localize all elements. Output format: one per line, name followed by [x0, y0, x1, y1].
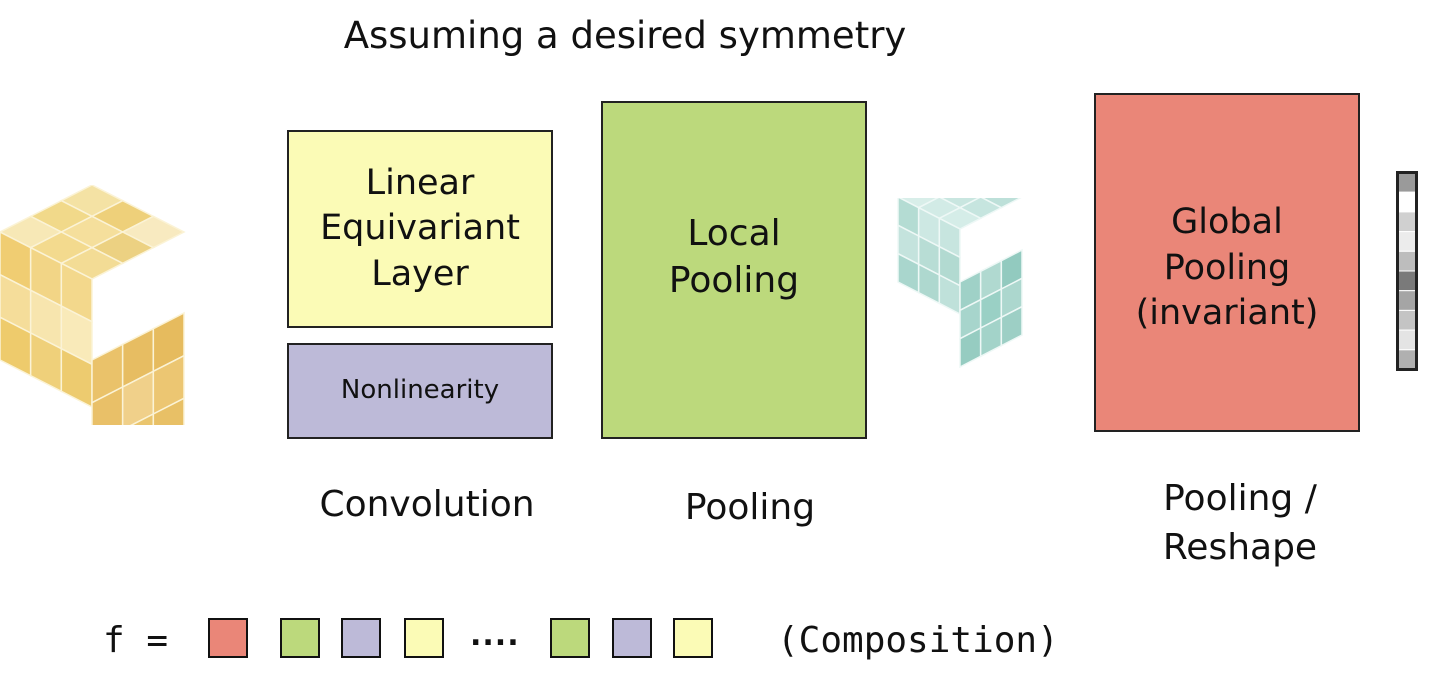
vector-cell: [1397, 270, 1417, 292]
formula-square-nonlinearity: [612, 618, 652, 658]
output-vector-icon: [1396, 171, 1418, 371]
cube-cell: [152, 397, 185, 425]
cube-cell: [1000, 305, 1023, 347]
linear-equivariant-layer-block: Linear Equivariant Layer: [287, 130, 553, 328]
cube-cell: [130, 412, 155, 425]
pooling-caption: Pooling: [684, 487, 816, 528]
vector-cell: [1397, 211, 1417, 233]
nonlinearity-label: Nonlinearity: [340, 375, 500, 406]
global-pooling-label: Global Pooling (invariant): [1135, 202, 1319, 333]
diagram-title: Assuming a desired symmetry: [343, 14, 907, 57]
feature-cube-icon: [897, 198, 1023, 368]
formula-square-nonlinearity: [341, 618, 381, 658]
convolution-caption: Convolution: [319, 484, 535, 525]
formula-square-linear: [404, 618, 444, 658]
formula-suffix: (Composition): [777, 620, 1059, 661]
vector-cell: [1397, 250, 1417, 272]
formula-square-global-pooling: [208, 618, 248, 658]
linear-equivariant-layer-label: Linear Equivariant Layer: [320, 162, 520, 294]
cube-cell: [91, 385, 124, 425]
pooling-reshape-caption: Pooling / Reshape: [1162, 478, 1318, 568]
formula-ellipsis: ....: [470, 618, 520, 653]
input-cube-icon: [0, 185, 186, 425]
vector-cell: [1397, 329, 1417, 351]
formula-square-local-pooling: [280, 618, 320, 658]
local-pooling-block: Local Pooling: [601, 101, 867, 439]
vector-cell: [1397, 231, 1417, 252]
vector-cell: [1397, 309, 1417, 331]
vector-cell: [1397, 290, 1417, 311]
formula-square-local-pooling: [550, 618, 590, 658]
vector-cell: [1397, 172, 1417, 193]
global-pooling-block: Global Pooling (invariant): [1094, 93, 1360, 432]
vector-cell: [1397, 191, 1417, 213]
vector-cell: [1397, 349, 1417, 371]
formula-prefix: f =: [103, 620, 169, 661]
formula-square-linear: [673, 618, 713, 658]
nonlinearity-block: Nonlinearity: [287, 343, 553, 439]
local-pooling-label: Local Pooling: [668, 213, 800, 301]
